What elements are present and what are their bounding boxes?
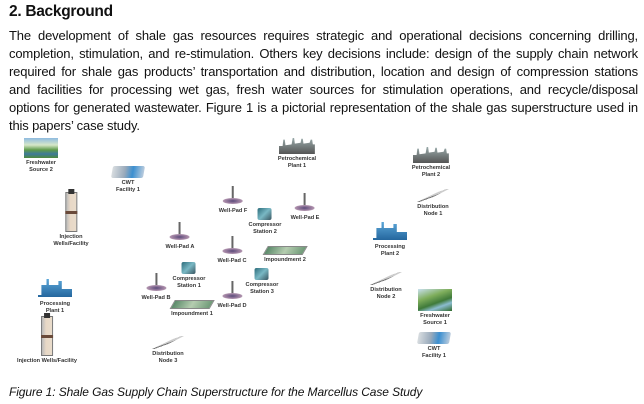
well-pad-icon: [220, 281, 244, 301]
node-label: Well-Pad B: [141, 295, 171, 301]
node-label: CWT: [121, 180, 135, 186]
paragraph-line: The development of shale gas resources r…: [9, 28, 638, 43]
well-pad-icon: [221, 186, 245, 206]
node-impoundment-1: Impoundment 1: [169, 300, 215, 318]
node-impoundment-2: Impoundment 2: [262, 246, 308, 264]
node-label: Well-Pad D: [217, 303, 247, 309]
section-heading: 2. Background: [9, 3, 113, 20]
node-label: Plant 2: [380, 250, 400, 257]
petrochemical-plant-icon: [413, 147, 449, 163]
well-pad-icon: [168, 222, 192, 242]
well-pad-icon: [220, 236, 244, 256]
impoundment-icon: [169, 300, 215, 309]
node-label: Processing: [39, 301, 71, 307]
node-label: Well-Pad C: [217, 258, 247, 264]
injection-well-icon: [40, 313, 53, 356]
paragraph-line: this papers’ case study.: [9, 118, 140, 133]
paragraph-line: required for shale gas products’ transpo…: [9, 64, 638, 79]
node-label: Processing: [374, 244, 406, 250]
body-paragraph: The development of shale gas resources r…: [9, 27, 638, 135]
node-label: Node 2: [376, 293, 396, 300]
node-label: Freshwater: [420, 313, 450, 319]
compressor-icon: [257, 208, 272, 220]
pipeline-icon: [370, 272, 402, 285]
node-label: Well-Pad F: [218, 208, 248, 214]
node-label: Petrochemical: [277, 156, 317, 162]
processing-plant-icon: [373, 222, 407, 240]
node-label: Distribution: [417, 204, 449, 210]
well-pad-icon: [144, 273, 168, 293]
node-label: Facility 1: [422, 352, 446, 359]
cwt-facility-icon: [416, 332, 452, 344]
petrochemical-plant-icon: [279, 138, 315, 154]
node-well-pad-d: Well-Pad D: [217, 281, 247, 310]
node-label: Freshwater: [26, 160, 56, 166]
node-label: Station 3: [250, 288, 274, 295]
well-pad-icon: [293, 193, 317, 213]
figure-caption: Figure 1: Shale Gas Supply Chain Superst…: [9, 385, 423, 399]
node-well-pad-b: Well-Pad B: [141, 273, 171, 302]
node-injection-wells-bottom: Injection Wells/Facility: [17, 313, 77, 365]
processing-plant-icon: [38, 279, 72, 297]
impoundment-icon: [262, 246, 308, 255]
compressor-icon: [254, 268, 269, 280]
injection-well-icon: [65, 189, 77, 232]
node-label: Distribution: [152, 351, 184, 357]
paragraph-line: completion, stimulation, and re-stimulat…: [9, 46, 638, 61]
node-well-pad-e: Well-Pad E: [290, 193, 320, 222]
node-label: Source 1: [423, 319, 447, 326]
compressor-icon: [181, 262, 196, 274]
node-label: Node 1: [423, 210, 443, 217]
node-label: Petrochemical: [411, 165, 451, 171]
node-label: Compressor: [172, 276, 206, 282]
node-label: Compressor: [245, 282, 279, 288]
freshwater-icon: [24, 138, 58, 158]
node-label: Wells/Facility: [53, 240, 89, 247]
paragraph-line: and facilities for processing wet gas, f…: [9, 82, 638, 97]
node-label: Facility 1: [116, 186, 140, 193]
node-label: Impoundment 1: [171, 311, 213, 317]
node-label: Impoundment 2: [264, 257, 306, 263]
node-label: Plant 1: [287, 162, 307, 169]
freshwater-icon: [418, 289, 452, 311]
node-label: Plant 2: [421, 171, 441, 178]
node-well-pad-f: Well-Pad F: [218, 186, 248, 215]
node-label: Compressor: [248, 222, 282, 228]
node-label: CWT: [427, 346, 441, 352]
node-well-pad-c: Well-Pad C: [217, 236, 247, 265]
node-well-pad-a: Well-Pad A: [165, 222, 195, 251]
node-label: Injection: [59, 234, 83, 240]
node-label: Station 1: [177, 282, 201, 289]
node-label: Well-Pad A: [165, 244, 195, 250]
node-label: Distribution: [370, 287, 402, 293]
node-label: Plant 1: [45, 307, 65, 314]
node-label: Source 2: [29, 166, 53, 173]
node-label: Station 2: [253, 228, 277, 235]
node-label: Injection Wells/Facility: [17, 358, 77, 364]
node-label: Well-Pad E: [290, 215, 320, 221]
node-label: Node 3: [158, 357, 178, 364]
cwt-facility-icon: [110, 166, 146, 178]
pipeline-icon: [417, 189, 449, 202]
pipeline-icon: [152, 336, 184, 349]
paragraph-line: options for generated wastewater. Figure…: [9, 100, 638, 115]
